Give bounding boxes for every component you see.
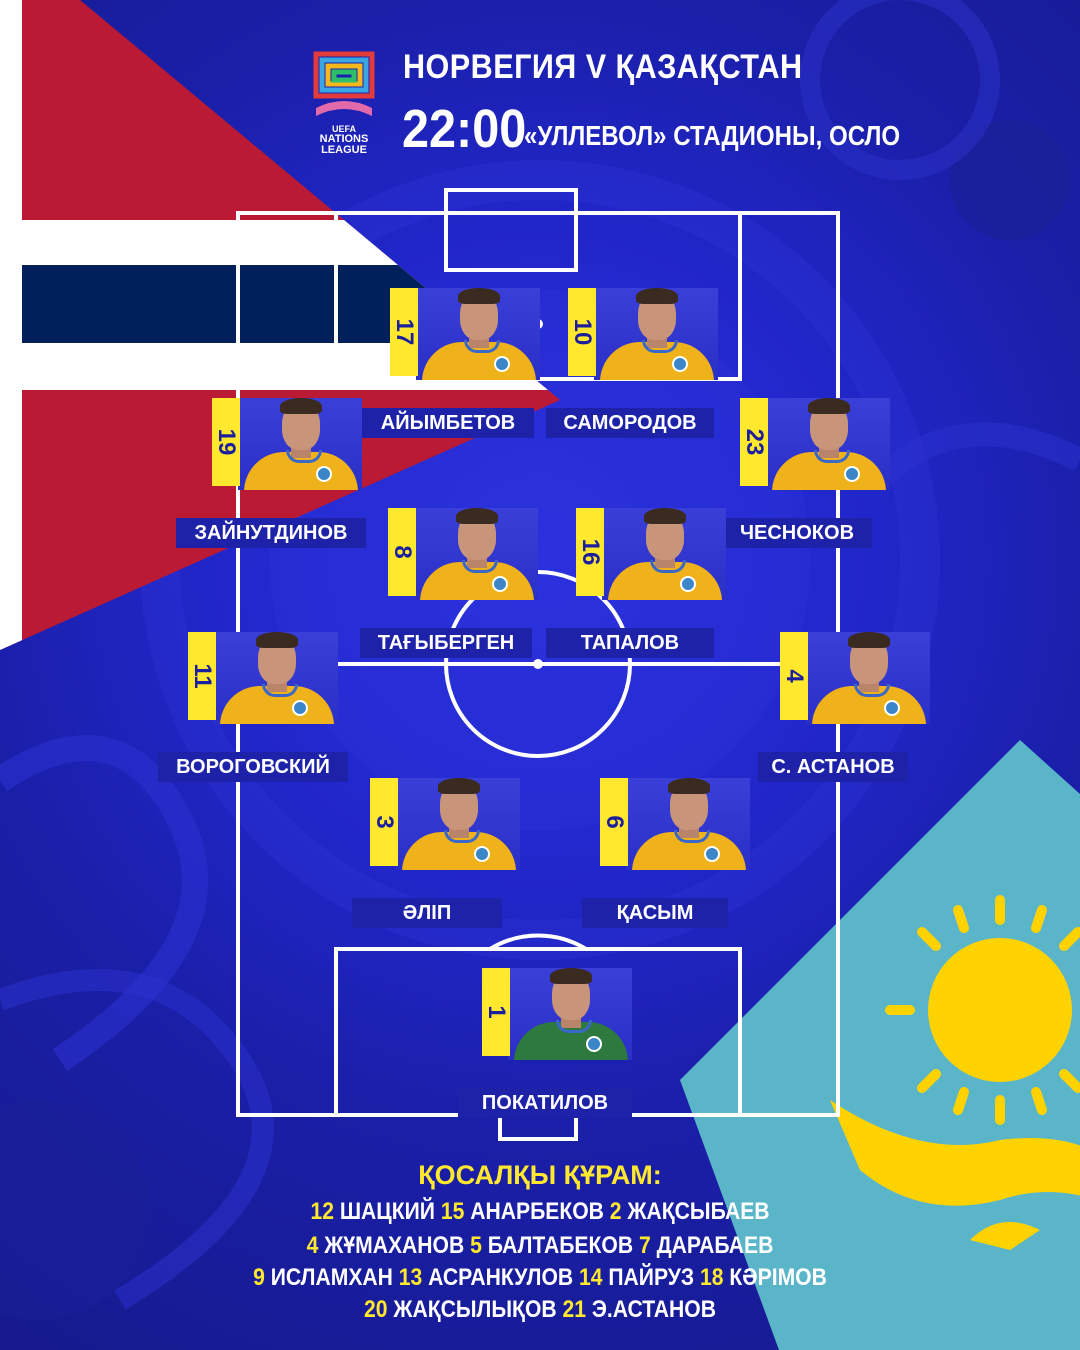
shirt-number: 19 [213, 428, 240, 456]
sub-number: 4 [306, 1232, 325, 1259]
shirt-number-tag: 19 [212, 398, 240, 486]
player-name: ТАҒЫБЕРГЕН [360, 628, 532, 658]
sub-number: 21 [562, 1296, 592, 1323]
subs-title: ҚОСАЛҚЫ ҚҰРАМ: [418, 1160, 662, 1190]
shirt-number-tag: 6 [600, 778, 628, 866]
shirt-number: 10 [569, 318, 596, 346]
sub-number: 14 [578, 1264, 609, 1291]
nations-league-logo: UEFA NATIONS LEAGUE [313, 51, 375, 156]
shirt-number-tag: 10 [568, 288, 596, 376]
svg-text:LEAGUE: LEAGUE [321, 144, 367, 156]
shirt-number: 11 [189, 663, 216, 689]
sub-name: АНАРБЕКОВ [470, 1198, 604, 1225]
shirt-number-tag: 1 [482, 968, 510, 1056]
player-name: ӘЛІП [352, 898, 502, 928]
venue: «УЛЛЕВОЛ» СТАДИОНЫ, ОСЛО [524, 120, 901, 151]
shirt-number-tag: 4 [780, 632, 808, 720]
sub-name: ШАЦКИЙ [339, 1198, 435, 1225]
sub-name: Э.АСТАНОВ [591, 1296, 716, 1323]
player-name: ҚАСЫМ [582, 898, 728, 928]
sub-name: ЖАҚСЫБАЕВ [627, 1198, 770, 1225]
kickoff-time: 22:00 [402, 99, 527, 159]
subs-line: 12 ШАЦКИЙ 15 АНАРБЕКОВ 2 ЖАҚСЫБАЕВ [65, 1198, 1015, 1226]
shirt-number: 1 [483, 1005, 510, 1019]
sub-name: БАЛТАБЕКОВ [487, 1232, 634, 1259]
player-name: С. АСТАНОВ [758, 752, 908, 782]
sub-name: ЖАҚСЫЛЫҚОВ [393, 1296, 557, 1323]
sub-number: 5 [470, 1232, 488, 1259]
svg-text:UEFA: UEFA [332, 124, 357, 134]
sub-name: ПАЙРУЗ [608, 1264, 695, 1291]
player-photo [396, 778, 520, 870]
player-name: САМОРОДОВ [546, 408, 714, 438]
player-name: ВОРОГОВСКИЙ [158, 752, 348, 782]
subs-line: 20 ЖАҚСЫЛЫҚОВ 21 Э.АСТАНОВ [65, 1296, 1015, 1324]
player-name: ЧЕСНОКОВ [722, 518, 872, 548]
sub-number: 13 [398, 1264, 429, 1291]
player-photo [594, 288, 718, 380]
sub-number: 20 [364, 1296, 394, 1323]
shirt-number-tag: 17 [390, 288, 418, 376]
shirt-number: 17 [391, 318, 418, 346]
sub-number: 2 [609, 1198, 628, 1225]
player-photo [416, 288, 540, 380]
shirt-number-tag: 16 [576, 508, 604, 596]
shirt-number: 6 [601, 815, 628, 829]
match-title: НОРВЕГИЯ V ҚАЗАҚСТАН [403, 48, 803, 86]
sub-number: 18 [700, 1264, 730, 1291]
sub-number: 7 [638, 1232, 657, 1259]
shirt-number-tag: 23 [740, 398, 768, 486]
shirt-number: 8 [389, 545, 416, 559]
sub-name: АСРАНКУЛОВ [428, 1264, 574, 1291]
player-photo [238, 398, 362, 490]
player-photo [602, 508, 726, 600]
sub-name: ЖҰМАХАНОВ [324, 1232, 465, 1259]
subs-line: 4 ЖҰМАХАНОВ 5 БАЛТАБЕКОВ 7 ДАРАБАЕВ [65, 1232, 1015, 1260]
player-photo [626, 778, 750, 870]
sub-name: ИСЛАМХАН [270, 1264, 393, 1291]
shirt-number: 3 [371, 815, 398, 829]
player-name: ПОКАТИЛОВ [458, 1088, 632, 1118]
player-name: ТАПАЛОВ [546, 628, 714, 658]
player-photo [214, 632, 338, 724]
player-photo [414, 508, 538, 600]
sub-number: 12 [310, 1198, 340, 1225]
sub-number: 9 [253, 1264, 271, 1291]
shirt-number-tag: 8 [388, 508, 416, 596]
shirt-number: 16 [577, 538, 604, 566]
sub-name: ДАРАБАЕВ [656, 1232, 774, 1259]
player-photo [806, 632, 930, 724]
shirt-number: 23 [741, 428, 768, 456]
sub-name: КӘРІМОВ [729, 1264, 827, 1291]
player-name: ЗАЙНУТДИНОВ [176, 518, 366, 548]
subs-line: 9 ИСЛАМХАН 13 АСРАНКУЛОВ 14 ПАЙРУЗ 18 КӘ… [65, 1264, 1015, 1292]
shirt-number-tag: 11 [188, 632, 216, 720]
shirt-number-tag: 3 [370, 778, 398, 866]
player-photo [508, 968, 632, 1060]
sub-number: 15 [440, 1198, 471, 1225]
svg-text:NATIONS: NATIONS [320, 133, 369, 145]
shirt-number: 4 [781, 669, 808, 683]
player-photo [766, 398, 890, 490]
player-name: АЙЫМБЕТОВ [362, 408, 534, 438]
